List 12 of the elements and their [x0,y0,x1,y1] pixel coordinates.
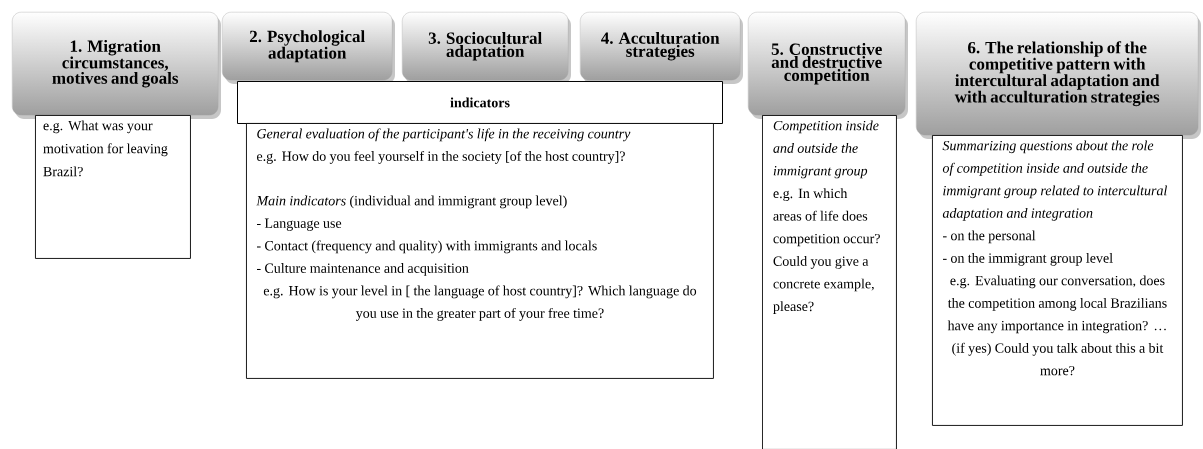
node-label: Could you give a concrete example, please? [773,256,874,314]
header-tab: 3. Sociocultural adaptation [402,12,571,84]
node-label: e.g. In which areas of life does competition occur? [773,188,880,247]
header-tab: 4. Acculturation strategies [580,12,743,84]
question-box: Competition inside and outside the immigrant group e.g. In which areas of life does competition occur? Could you give a concrete example, please? [762,115,897,449]
question-box: e.g. What was your motivation for leaving Brazil? [35,115,191,259]
header-tab: 1. Migration circumstances, motives and goals [12,12,221,119]
header-tab: 5. Constructive and destructive competition [748,12,908,119]
header-tab: 2. Psychological adaptation [222,12,395,84]
header-tab: 6. The relationship of the competitive pattern with intercultural adaptation and with acculturation strategies [916,12,1201,139]
question-box: Summarizing questions about the role of competition inside and outside the immigrant group related to intercultural adaptation and integration - on the personal - on the immigrant group level e.g. Evaluating our conversation, does the competition among local Brazilians have any importance in integration? … (if yes) Could you talk about this a bit more? [932,135,1183,426]
heading-box: indicators [237,81,723,124]
